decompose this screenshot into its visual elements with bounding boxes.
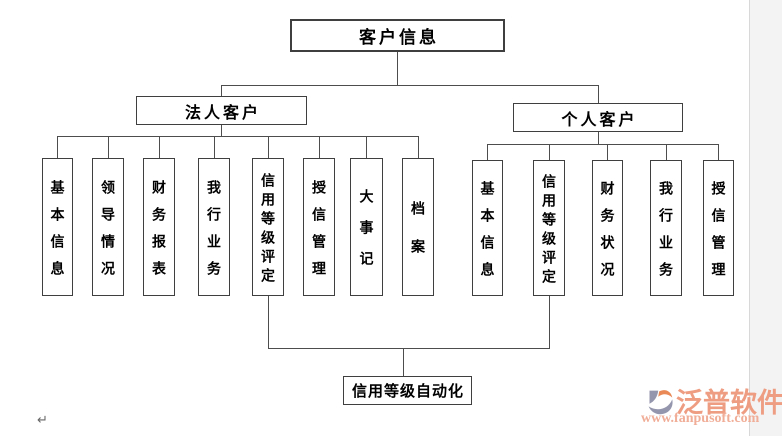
node-label: 大事记 <box>358 189 375 282</box>
node-ind-financial-status: 财务状况 <box>592 160 623 296</box>
node-label: 法人客户 <box>184 104 261 122</box>
node-label: 财务状况 <box>599 180 616 289</box>
connector-line <box>487 144 488 161</box>
node-ind-credit-management: 授信管理 <box>703 160 734 296</box>
watermark-brand-text: 泛普软件 <box>676 388 782 418</box>
node-label: 领导情况 <box>100 179 116 288</box>
node-corp-leadership: 领导情况 <box>92 158 124 296</box>
watermark: 泛普软件 www.fanpusoft.com <box>640 384 782 432</box>
connector-line <box>598 132 599 145</box>
node-label: 授信管理 <box>710 180 727 289</box>
connector-line <box>397 52 398 85</box>
connector-line <box>268 348 550 349</box>
node-label: 授信管理 <box>311 179 327 288</box>
connector-line <box>487 144 719 145</box>
node-label: 客户信息 <box>359 28 439 47</box>
node-label: 我行业务 <box>658 180 674 289</box>
connector-line <box>549 144 550 161</box>
node-label: 信用等级评定 <box>260 172 276 287</box>
node-corp-credit-rating: 信用等级评定 <box>252 158 284 296</box>
fanpu-logo-icon <box>648 390 673 415</box>
connector-line <box>666 144 667 161</box>
connector-line <box>221 85 599 86</box>
node-corp-archives: 档案 <box>402 158 434 296</box>
node-corporate-customer: 法人客户 <box>136 96 307 125</box>
node-label: 基本信息 <box>49 179 66 288</box>
node-ind-credit-rating: 信用等级评定 <box>533 160 565 296</box>
connector-line <box>718 144 719 161</box>
node-customer-info: 客户信息 <box>290 19 505 52</box>
connector-line <box>159 136 160 159</box>
connector-line <box>598 85 599 104</box>
node-label: 我行业务 <box>206 179 222 288</box>
node-label: 基本信息 <box>479 180 496 289</box>
connector-line <box>268 296 269 349</box>
page-margin-area <box>749 0 782 436</box>
node-corp-bank-business: 我行业务 <box>198 158 230 296</box>
paragraph-return-mark: ↵ <box>37 413 48 428</box>
connector-line <box>108 136 109 159</box>
node-corp-major-events: 大事记 <box>350 158 383 296</box>
node-label: 信用等级评定 <box>541 173 557 288</box>
connector-line <box>214 136 215 159</box>
connector-line <box>549 296 550 349</box>
node-ind-bank-business: 我行业务 <box>650 160 682 296</box>
connector-line <box>607 144 608 161</box>
node-label: 财务报表 <box>151 179 167 288</box>
connector-line <box>366 136 367 159</box>
connector-line <box>57 136 58 159</box>
connector-line <box>319 136 320 159</box>
node-individual-customer: 个人客户 <box>513 103 683 132</box>
connector-line <box>221 125 222 136</box>
node-label: 信用等级自动化 <box>351 383 464 400</box>
node-label: 档案 <box>410 201 426 277</box>
node-corp-basic-info: 基本信息 <box>42 158 73 296</box>
node-label: 个人客户 <box>561 111 638 129</box>
connector-line <box>403 348 404 377</box>
connector-line <box>418 136 419 159</box>
connector-line <box>221 85 222 97</box>
connector-line <box>57 136 419 137</box>
node-corp-credit-management: 授信管理 <box>303 158 335 296</box>
node-corp-financial-reports: 财务报表 <box>143 158 175 296</box>
connector-line <box>268 136 269 159</box>
node-ind-basic-info: 基本信息 <box>472 160 503 296</box>
node-credit-rating-automation: 信用等级自动化 <box>343 376 472 405</box>
watermark-url-text: www.fanpusoft.com <box>641 411 760 426</box>
